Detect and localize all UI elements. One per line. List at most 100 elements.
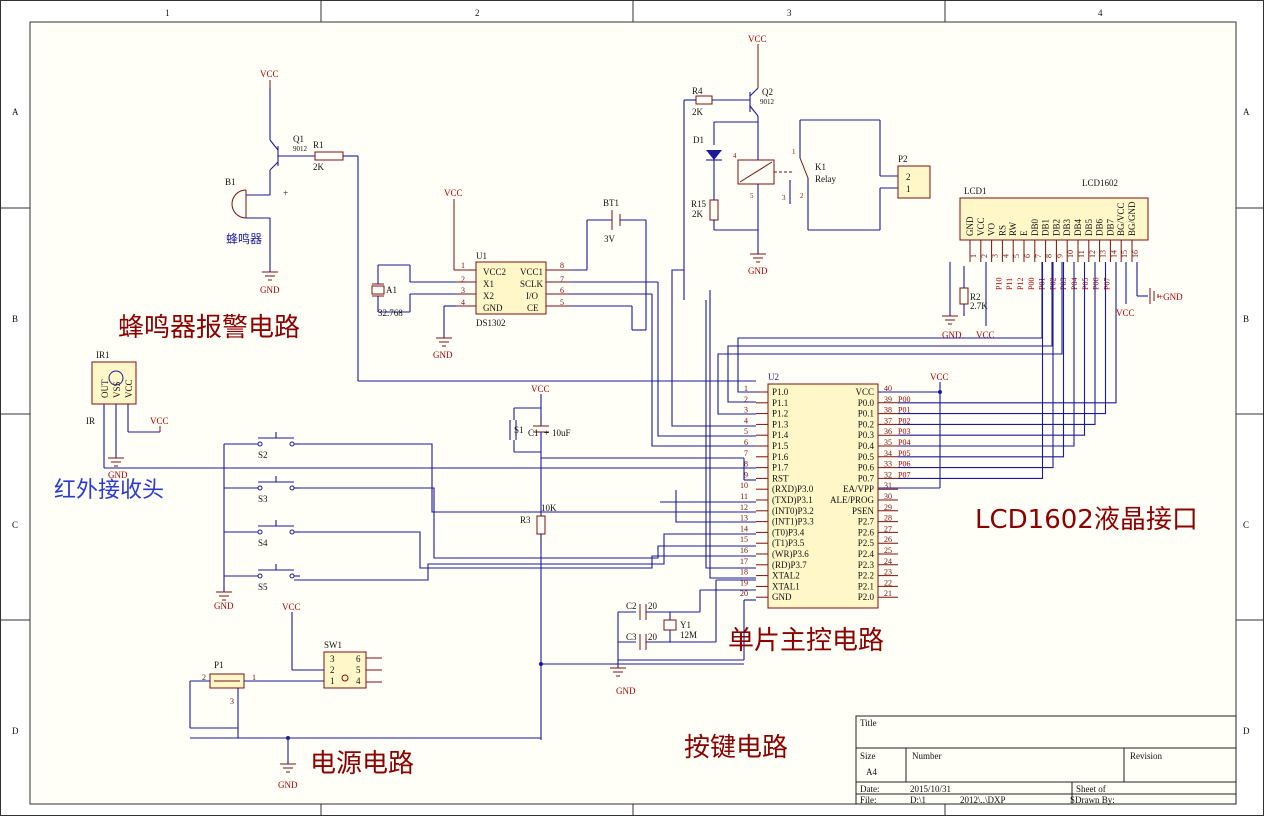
- net-label: P03: [898, 427, 910, 436]
- mcu-pin-name: P1.1: [772, 398, 788, 408]
- pin-number: 8: [560, 261, 564, 270]
- mcu-pin-number: 35: [884, 438, 892, 447]
- r2-ref: R2: [970, 292, 981, 302]
- lcd-pin-name: DB1: [1041, 219, 1051, 236]
- mcu-pin-number: 32: [884, 470, 892, 479]
- lcd-pin-name: DB2: [1051, 219, 1061, 236]
- mcu-pin-name: P0.1: [858, 409, 874, 419]
- gnd-label: GND: [278, 780, 298, 790]
- vcc-label: VCC: [976, 330, 995, 340]
- lcd-pin-number: 12: [1088, 250, 1097, 258]
- mcu-pin-name: P0.5: [858, 452, 875, 462]
- pin-number: 3: [461, 286, 465, 295]
- mcu-pin-number: 39: [884, 395, 892, 404]
- lcd-pin-number: 2: [980, 254, 989, 258]
- section-title-power: 电源电路: [310, 749, 414, 779]
- r2-value: 2.7K: [970, 301, 988, 311]
- mcu-pin-name: P0.7: [858, 473, 875, 483]
- mcu-pin-name: P1.6: [772, 452, 789, 462]
- zone-labels: 1 2 3 4 A B C D A B C D: [12, 8, 1250, 736]
- mcu-body: [767, 383, 879, 609]
- lcd-pin-number: 1: [969, 254, 978, 258]
- p2-ref: P2: [898, 154, 908, 164]
- y1-ref: Y1: [680, 620, 691, 630]
- gnd-label: GND: [260, 285, 280, 295]
- mcu-pin-name: P1.5: [772, 441, 789, 451]
- ir-lens-icon: [108, 370, 124, 386]
- mcu-pin-number: 20: [740, 589, 748, 598]
- number-label: Number: [912, 751, 942, 761]
- lcd-pin-number: 3: [991, 254, 1000, 258]
- mcu-pin-number: 30: [884, 492, 892, 501]
- r15-ref: R15: [691, 199, 707, 209]
- net-wire: [898, 262, 1107, 415]
- mcu-pin-number: 6: [744, 438, 748, 447]
- pin-name: X2: [483, 291, 494, 301]
- a1-crystal: [371, 285, 385, 295]
- mcu-pin-name: P0.0: [858, 398, 875, 408]
- u2-ref: U2: [768, 372, 779, 382]
- mcu-pin-number: 38: [884, 406, 892, 415]
- relay-pin: 3: [782, 194, 786, 202]
- relay-pin: 1: [792, 148, 796, 156]
- mcu-pin-number: 36: [884, 427, 892, 436]
- key-switch-label: S2: [258, 450, 268, 460]
- col-label-1: 1: [165, 8, 170, 18]
- pin-name: GND: [483, 303, 503, 313]
- lcd-pin-name: BG/GND: [1127, 201, 1137, 236]
- lcd-pin-name: DB4: [1073, 218, 1083, 236]
- mcu-pin-number: 28: [884, 514, 892, 523]
- lcd1602-header: [959, 197, 1149, 241]
- mcu-pin-name: ALE/PROG: [830, 495, 875, 505]
- sw-pin: 3: [330, 654, 335, 664]
- pin-name: VCC2: [483, 267, 506, 277]
- net-label: P06: [898, 460, 910, 469]
- mcu-pin-number: 34: [884, 449, 892, 458]
- y1-value: 12M: [680, 630, 697, 640]
- mcu-pin-name: P2.4: [858, 549, 875, 559]
- r4-ref: R4: [692, 86, 703, 96]
- drawn-by-label: SDrawn By:: [1070, 795, 1115, 805]
- mcu-pin-number: 37: [884, 416, 892, 425]
- mcu-pin-number: 29: [884, 503, 892, 512]
- mcu-pin-name: P2.1: [858, 581, 874, 591]
- mcu-pin-name: P0.3: [858, 430, 875, 440]
- lcd-net-label: P12: [1016, 278, 1025, 290]
- ir-receiver: IR1 OUT VSS VCC GND VCC IR: [86, 350, 756, 480]
- pin-name: SCLK: [520, 279, 544, 289]
- rtc-circuit: VCC U1 DS1302 VCC2 X1 X2 GND VCC1 SCLK I…: [371, 188, 659, 420]
- buzzer-plus: +: [283, 188, 288, 198]
- mcu-pin-number: 5: [744, 427, 748, 436]
- lcd-pin-name: DB5: [1084, 218, 1094, 236]
- mcu-pin-name: P2.7: [858, 517, 875, 527]
- b1-name: 蜂鸣器: [226, 231, 262, 246]
- lcd-pin-number: 4: [1001, 254, 1010, 258]
- relay-pin: 2: [800, 192, 804, 200]
- pin-name: X1: [483, 279, 494, 289]
- net-label: P04: [898, 438, 910, 447]
- col-label-2: 2: [475, 8, 480, 18]
- size-value: A4: [866, 767, 877, 777]
- u1-part: DS1302: [476, 318, 506, 328]
- lcd-pin-name: DB3: [1062, 218, 1072, 236]
- c3-ref: C3: [626, 632, 637, 642]
- sheet-label: Sheet of: [1076, 784, 1106, 794]
- mcu-pin-number: 2: [744, 395, 748, 404]
- net-wire: [898, 262, 1117, 404]
- u1-ref: U1: [476, 251, 487, 261]
- vcc-label: VCC: [444, 188, 463, 198]
- mcu-pin-number: 24: [884, 557, 892, 566]
- lcd-pin-number: 8: [1045, 254, 1054, 258]
- mcu-pin-name: P1.2: [772, 409, 788, 419]
- a1-value: 32.768: [378, 308, 403, 318]
- ir1-ref: IR1: [96, 350, 110, 360]
- lcd-pin-number: 14: [1109, 250, 1118, 258]
- mcu-pin-name: (WR)P3.6: [772, 549, 809, 559]
- net-label: P02: [898, 416, 910, 425]
- mcu-pin-number: 23: [884, 568, 892, 577]
- sw-pin: 2: [330, 665, 335, 675]
- p1-pin: 2: [202, 673, 206, 682]
- pin-number: 7: [560, 275, 564, 284]
